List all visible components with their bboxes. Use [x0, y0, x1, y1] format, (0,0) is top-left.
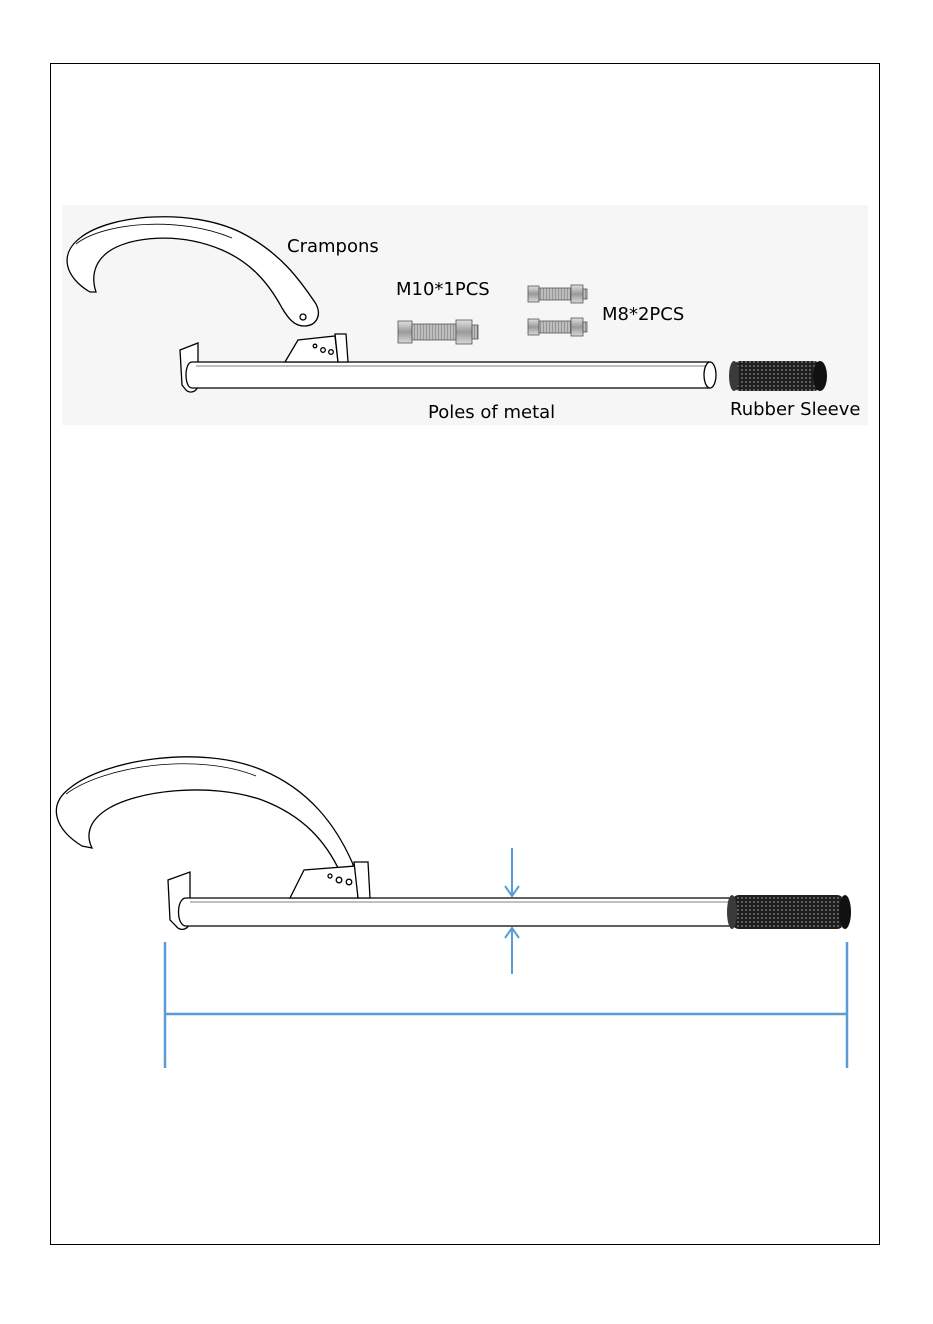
label-poles-of-metal: Poles of metal	[428, 402, 555, 423]
assembled-rubber-sleeve	[727, 895, 851, 929]
label-m8: M8*2PCS	[602, 304, 684, 325]
label-rubber-sleeve: Rubber Sleeve	[730, 399, 860, 420]
m10-bolt	[398, 320, 478, 344]
m8-bolt-upper	[528, 285, 587, 303]
length-dimension	[165, 942, 847, 1068]
assembled-tool	[56, 757, 851, 930]
label-crampons: Crampons	[287, 236, 379, 257]
assembled-metal-pole	[168, 862, 740, 929]
rubber-sleeve-part	[729, 361, 827, 391]
parts-panel: Crampons M10*1PCS M8*2PCS Poles of metal…	[62, 205, 868, 425]
m8-bolt-lower	[528, 318, 587, 336]
assembled-crampon-hook	[56, 757, 353, 874]
label-m10: M10*1PCS	[396, 279, 490, 300]
